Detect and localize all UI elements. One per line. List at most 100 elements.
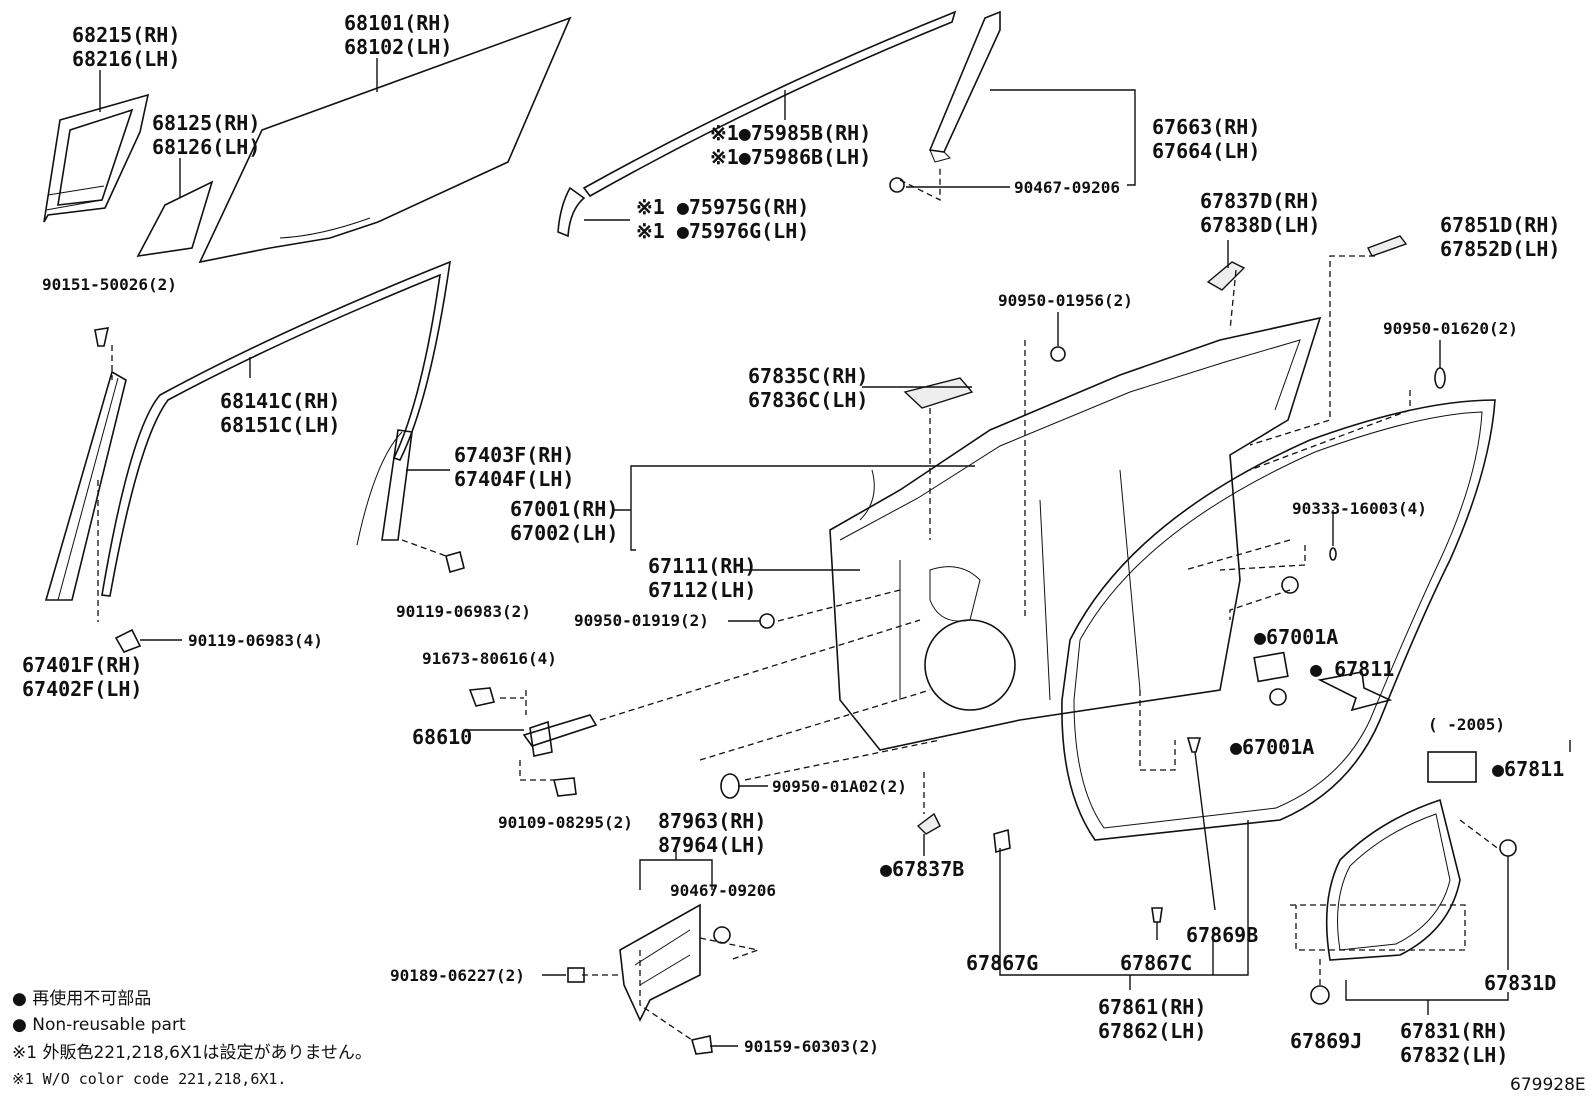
door-panel-part (829, 316, 1322, 751)
pad-67811-b-part (1427, 751, 1477, 783)
service-cover-part (1325, 798, 1461, 961)
label-67831: 67831(RH) (1400, 1019, 1508, 1043)
label-67831d: 67831D (1484, 971, 1556, 995)
legend-note-jp: ※1 外販色221,218,6X1は設定がありません。 (12, 1043, 372, 1063)
label-90119-a: 90119-06983(2) (396, 602, 531, 621)
label-67404f: 67404F(LH) (454, 467, 574, 491)
bolt-91673-part (468, 687, 496, 707)
label-67402f: 67402F(LH) (22, 677, 142, 701)
label-91673: 91673-80616(4) (422, 649, 557, 668)
clip-90333-part (1329, 547, 1337, 561)
clip-67867c-part (1151, 907, 1163, 923)
label-67861: 67861(RH) (1098, 995, 1206, 1019)
door-weatherstrip-part (1061, 399, 1496, 841)
clip-67869b-part (1186, 737, 1202, 753)
plug-67001a-1-part (1281, 576, 1299, 594)
label-68141c: 68141C(RH) (220, 389, 340, 413)
label-68610: 68610 (412, 725, 472, 749)
molding-strip-part (582, 10, 957, 198)
label-87964: 87964(LH) (658, 833, 766, 857)
label-75985b: ※1●75985B(RH) (710, 121, 871, 145)
label-75975g: ※1 ●75975G(RH) (636, 195, 809, 219)
label-67837b: ●67837B (880, 857, 964, 881)
nut-90467-part (713, 926, 731, 944)
legend-nonreusable-jp: ● 再使用不可部品 (12, 988, 151, 1009)
label-75976g: ※1 ●75976G(LH) (636, 219, 809, 243)
clip-67869j-part (1310, 985, 1330, 1005)
direction-arrow (1317, 671, 1393, 712)
plug-90950-01919-part (759, 613, 775, 629)
label-68151c: 68151C(LH) (220, 413, 340, 437)
label-68125: 68125(RH) (152, 111, 260, 135)
clip-67831d-part (1499, 839, 1517, 857)
door-glass-part (198, 16, 572, 264)
label-90467-b: 90467-09206 (670, 881, 776, 900)
label-90950-01956: 90950-01956(2) (998, 291, 1133, 310)
label-90109: 90109-08295(2) (498, 813, 633, 832)
label-90467-a: 90467-09206 (1014, 178, 1120, 197)
label-67112: 67112(LH) (648, 578, 756, 602)
label-68216: 68216(LH) (72, 47, 180, 71)
label-90950-01620: 90950-01620(2) (1383, 319, 1518, 338)
screw-90151-part (94, 327, 110, 347)
plug-67001a-2-part (1269, 688, 1287, 706)
plug-90950-01620-part (1434, 367, 1446, 389)
label-67832: 67832(LH) (1400, 1043, 1508, 1067)
rear-channel-part (381, 429, 413, 541)
bolt-90119-b-part (114, 628, 142, 653)
leader-lines (99, 58, 1571, 1047)
label-90151: 90151-50026(2) (42, 275, 177, 294)
label-67869j: 67869J (1290, 1029, 1362, 1053)
diagram-id: 679928E (1510, 1075, 1586, 1095)
part-labels: 68215(RH) 68216(LH) 68101(RH) 68102(LH) … (22, 11, 1564, 1067)
label-90950-01919: 90950-01919(2) (574, 611, 709, 630)
label-67836c: 67836C(LH) (748, 388, 868, 412)
legend-note-en: ※1 W/O color code 221,218,6X1. (12, 1070, 286, 1088)
seal-piece-d-part (1367, 235, 1408, 257)
label-68215: 68215(RH) (72, 23, 180, 47)
corner-glass-part (136, 180, 214, 258)
clip-67867g-part (993, 828, 1011, 854)
small-molding-part (557, 186, 586, 238)
label-67838d: 67838D(LH) (1200, 213, 1320, 237)
label-67401f: 67401F(RH) (22, 653, 142, 677)
legend: ● 再使用不可部品 ● Non-reusable part ※1 外販色221,… (12, 988, 372, 1088)
front-channel-part (44, 370, 127, 601)
label-67111: 67111(RH) (648, 554, 756, 578)
pillar-garnish-part (889, 10, 1001, 193)
label-67867c: 67867C (1120, 951, 1192, 975)
bolt-90109-part (552, 777, 577, 797)
label-67811-b: ●67811 (1492, 757, 1564, 781)
label-67835c: 67835C(RH) (748, 364, 868, 388)
plug-90950-01a02-part (720, 773, 740, 799)
bracket-67835c-part (903, 377, 974, 409)
label-67867g: 67867G (966, 951, 1038, 975)
label-68101: 68101(RH) (344, 11, 452, 35)
door-check-part (522, 714, 598, 757)
seal-piece-part (1206, 261, 1246, 291)
legend-nonreusable-en: ● Non-reusable part (12, 1015, 186, 1035)
label-67001a-1: ●67001A (1254, 625, 1338, 649)
assembly-dashed-lines (97, 165, 1501, 1041)
label-67811-a: ● 67811 (1310, 657, 1394, 681)
label-90950-01a02: 90950-01A02(2) (772, 777, 907, 796)
piece-67837b-part (916, 812, 941, 835)
label-67869b: 67869B (1186, 923, 1258, 947)
corner-glass-frame-part (43, 93, 150, 223)
label-90333: 90333-16003(4) (1292, 499, 1427, 518)
pad-67811-a-part (1253, 651, 1289, 683)
label-67002: 67002(LH) (510, 521, 618, 545)
label-90119-b: 90119-06983(4) (188, 631, 323, 650)
label-68102: 68102(LH) (344, 35, 452, 59)
label-67851d: 67851D(RH) (1440, 213, 1560, 237)
label-67837d: 67837D(RH) (1200, 189, 1320, 213)
label-90159: 90159-60303(2) (744, 1037, 879, 1056)
label-68126: 68126(LH) (152, 135, 260, 159)
bracket-87963-part (619, 903, 701, 1022)
clip-90189-part (567, 967, 585, 983)
label-67403f: 67403F(RH) (454, 443, 574, 467)
bolt-90119-a-part (445, 551, 465, 573)
label-2005: ( -2005) (1428, 715, 1505, 734)
label-67862: 67862(LH) (1098, 1019, 1206, 1043)
